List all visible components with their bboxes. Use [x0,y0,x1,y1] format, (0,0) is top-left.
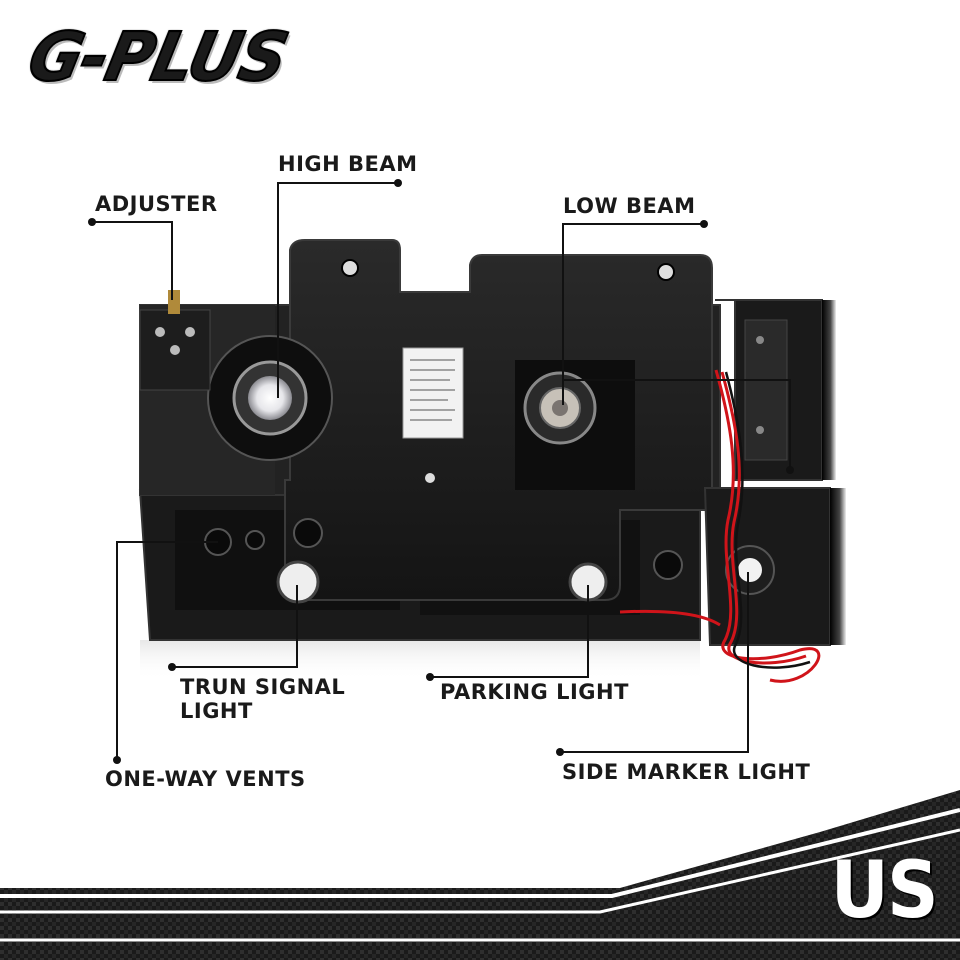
bottom-carbon-band [0,790,960,960]
leader-one-way-vents [116,541,218,760]
high-beam-bulb [248,376,292,420]
callout-side-marker-light: SIDE MARKER LIGHT [562,760,811,784]
callout-turn-signal-line1: TRUN SIGNAL [180,675,346,699]
callout-parking-light: PARKING LIGHT [440,680,629,704]
leader-parking-light [430,585,589,678]
mount-screw [425,473,435,483]
one-way-vent-right [245,530,265,550]
wiring-harness-black [724,371,811,669]
drain-port [293,518,323,548]
leader-high-beam [277,182,398,398]
side-port [653,550,683,580]
spec-sticker [402,347,464,439]
mount-hole-right [657,263,675,281]
leader-low-beam-branch [563,379,791,470]
callout-one-way-vents: ONE-WAY VENTS [105,767,306,791]
carbon-band-main [0,790,960,960]
adjuster-screw [168,290,180,314]
callout-adjuster: ADJUSTER [95,192,218,216]
corner-lens-upper [822,300,836,480]
leader-dots [88,179,794,764]
adjuster-bolt-3 [170,345,180,355]
leader-turn-signal [172,585,298,668]
corner-socket-plate [744,319,788,461]
mount-hole-left [341,259,359,277]
leader-adjuster [92,221,173,300]
corner-screw-2 [756,426,764,434]
leader-side-marker [560,572,749,753]
leader-lines [92,182,791,760]
band-stripe-1 [0,808,960,898]
floor-reflection [140,640,700,680]
callout-high-beam: HIGH BEAM [278,152,418,176]
corner-screw-1 [756,336,764,344]
band-stripe-2 [0,828,960,914]
wiring-harness [619,369,821,683]
leader-low-beam [562,223,704,405]
side-marker-bulb [738,558,762,582]
region-badge: US [831,846,939,936]
spec-sticker-lines [410,359,455,421]
adjuster-bolt-1 [155,327,165,337]
callout-low-beam: LOW BEAM [563,194,696,218]
corner-lens-lower [830,488,846,645]
callout-turn-signal-line2: LIGHT [180,699,253,723]
low-beam-bulb-center [552,400,568,416]
adjuster-bolt-2 [185,327,195,337]
